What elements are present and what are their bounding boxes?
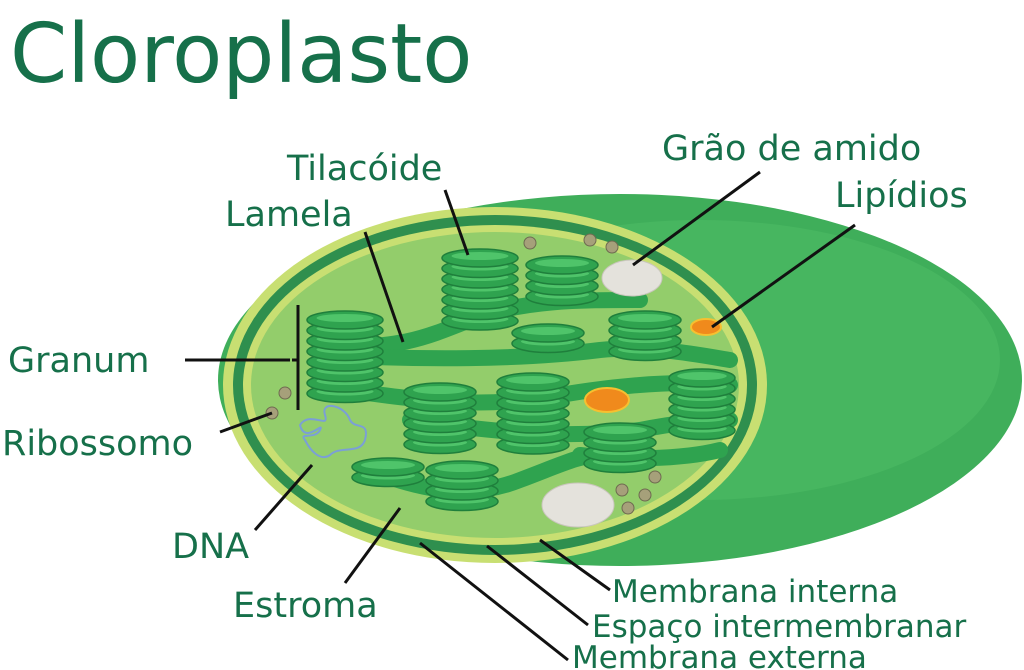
granum-stack	[525, 255, 599, 307]
lamella	[322, 340, 738, 368]
leader-line-ribossomo	[219, 411, 273, 434]
thylakoid-highlight	[316, 314, 374, 322]
label-lipidios: Lipídios	[835, 176, 968, 216]
label-tilacoide: Tilacóide	[286, 149, 442, 189]
leader-lines	[185, 170, 856, 662]
grana	[306, 248, 736, 512]
thylakoid-highlight	[521, 327, 575, 335]
granum-stack	[425, 460, 499, 512]
diagram-title: Cloroplasto	[10, 7, 472, 102]
granum-stack	[608, 310, 682, 362]
thylakoid-highlight	[535, 259, 589, 267]
ribosome	[621, 501, 635, 515]
granum-stack	[403, 382, 477, 455]
thylakoid-highlight	[361, 461, 415, 469]
leader-line-lipidios	[711, 223, 856, 329]
leader-line-dna	[253, 464, 314, 531]
leader-line-grao-de-amido	[632, 170, 761, 267]
lipids	[584, 318, 722, 413]
dna-strand	[298, 405, 367, 459]
thylakoid-highlight	[593, 426, 647, 434]
ribosomes	[265, 233, 662, 515]
ribosome	[648, 470, 662, 484]
granum-stack	[496, 372, 570, 455]
granum-stack	[306, 310, 384, 404]
label-ribossomo: Ribossomo	[2, 424, 193, 464]
leader-line-lamela	[363, 231, 405, 343]
ribosome	[615, 483, 629, 497]
label-membrana-externa: Membrana externa	[572, 640, 867, 670]
label-membrana-interna: Membrana interna	[612, 574, 898, 610]
label-estroma: Estroma	[233, 586, 378, 626]
lipid-droplet	[690, 318, 722, 336]
thylakoid-highlight	[677, 372, 727, 380]
thylakoid-highlight	[435, 464, 489, 472]
label-dna: DNA	[172, 527, 249, 567]
granum-stack	[668, 368, 736, 441]
lipid-droplet	[584, 387, 630, 413]
leader-line-espaco-intermembranar	[486, 544, 589, 627]
leader-line-tilacoide	[443, 189, 470, 256]
leader-line-membrana-externa	[419, 541, 569, 662]
granum-bracket	[292, 305, 300, 410]
ribosome	[605, 240, 619, 254]
starch-grain	[541, 482, 615, 528]
granum-stack	[351, 457, 425, 488]
thylakoid-highlight	[413, 386, 467, 394]
starch-grain	[601, 259, 663, 297]
ribosome	[583, 233, 597, 247]
ribosome	[523, 236, 537, 250]
granum-stack	[441, 248, 519, 331]
ribosome	[638, 488, 652, 502]
granum-stack	[583, 422, 657, 474]
label-espaco-intermembranar: Espaço intermembranar	[592, 609, 966, 645]
label-lamela: Lamela	[225, 195, 353, 235]
granum-stack	[511, 323, 585, 354]
leader-line-estroma	[343, 507, 402, 584]
label-granum: Granum	[8, 341, 149, 381]
thylakoid-highlight	[506, 376, 560, 384]
label-grao-de-amido: Grão de amido	[662, 129, 921, 169]
starch-grains	[541, 259, 663, 528]
thylakoid-highlight	[451, 252, 509, 260]
leader-line-membrana-interna	[539, 538, 611, 592]
ribosome	[278, 386, 292, 400]
thylakoid-highlight	[618, 314, 672, 322]
